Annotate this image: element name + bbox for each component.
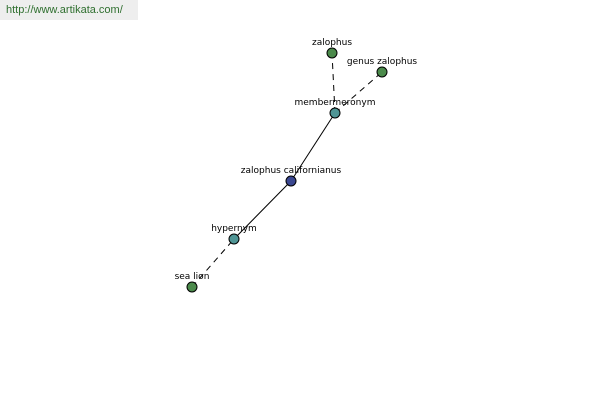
node-label-membermeronym: membermeronym	[295, 98, 376, 108]
node-sea-lion[interactable]: sea lion	[175, 272, 210, 293]
node-zalophus-californianus[interactable]: zalophus californianus	[241, 166, 342, 187]
node-marker-hypernym[interactable]	[228, 233, 240, 245]
node-marker-zalophus[interactable]	[326, 47, 338, 59]
node-label-genus-zalophus: genus zalophus	[347, 57, 418, 67]
node-label-sea-lion: sea lion	[175, 272, 210, 282]
node-marker-genus-zalophus[interactable]	[376, 66, 388, 78]
node-marker-zalophus-californianus[interactable]	[285, 175, 297, 187]
node-marker-membermeronym[interactable]	[329, 107, 341, 119]
source-link[interactable]: http://www.artikata.com/	[0, 0, 138, 20]
node-label-hypernym: hypernym	[211, 224, 257, 234]
node-label-zalophus: zalophus	[312, 38, 352, 48]
node-marker-sea-lion[interactable]	[186, 281, 198, 293]
edge-layer	[191, 52, 383, 288]
edge-zalophus-californianus-to-membermeronym	[290, 112, 336, 182]
node-genus-zalophus[interactable]: genus zalophus	[347, 57, 418, 78]
node-label-zalophus-californianus: zalophus californianus	[241, 166, 342, 176]
edge-hypernym-to-zalophus-californianus	[233, 180, 292, 240]
node-hypernym[interactable]: hypernym	[211, 224, 257, 245]
node-zalophus[interactable]: zalophus	[312, 38, 352, 59]
node-layer: sea lion hypernym zalophus californianus me…	[175, 38, 418, 293]
node-membermeronym[interactable]: membermeronym	[295, 98, 376, 119]
